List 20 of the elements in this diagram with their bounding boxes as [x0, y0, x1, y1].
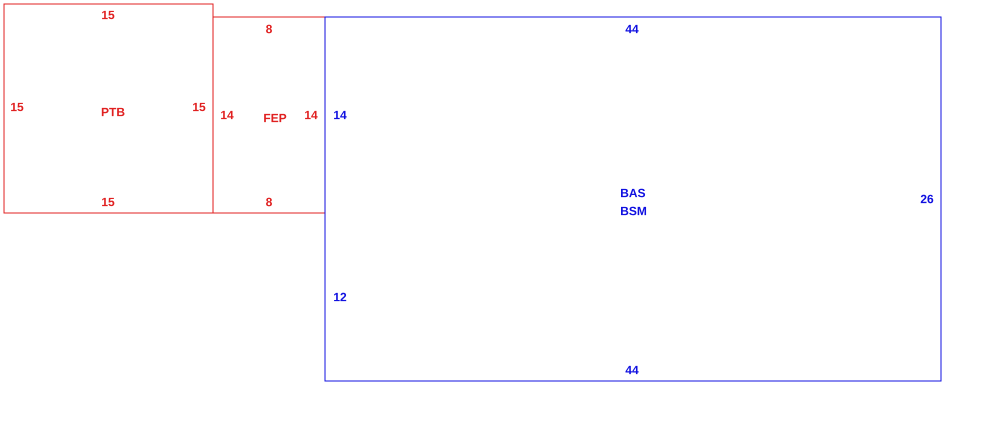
room-label: 15 — [193, 102, 206, 112]
room-label: 44 — [626, 24, 639, 34]
room-label: 15 — [102, 198, 114, 206]
room-label: 14 — [221, 110, 234, 120]
room-label: FEP — [264, 114, 286, 122]
room-label: 26 — [920, 194, 934, 204]
room-box — [4, 4, 214, 214]
room-label: PTB — [102, 108, 124, 116]
room-label: BAS — [621, 188, 646, 198]
room-label: 14 — [334, 110, 347, 120]
room-label: 12 — [334, 292, 346, 302]
room-label: 44 — [626, 366, 639, 374]
room-label: 8 — [266, 198, 272, 206]
room-label: 14 — [305, 110, 318, 120]
room-label: BSM — [621, 206, 646, 216]
room-label: 8 — [266, 24, 272, 34]
room-box — [212, 16, 326, 214]
room-label: 15 — [11, 102, 24, 112]
room-box — [324, 16, 942, 382]
room-label: 15 — [102, 10, 114, 20]
